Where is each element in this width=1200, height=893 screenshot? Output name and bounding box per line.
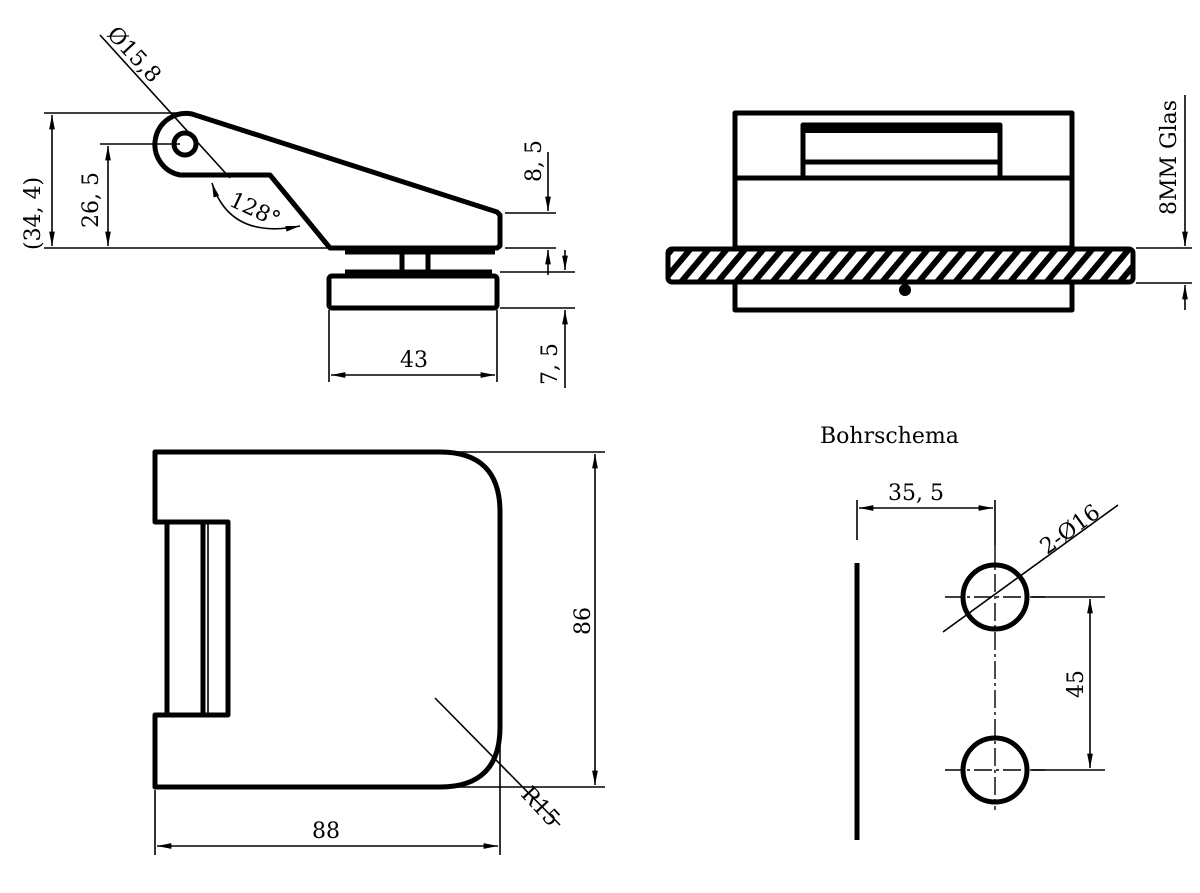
set-screw (899, 284, 911, 296)
drilling-scheme: Bohrschema 35, 5 2-Ø16 45 (820, 424, 1119, 840)
angle-arc (211, 182, 301, 232)
height-label: 86 (571, 607, 596, 635)
clamp-arm-outline (152, 110, 503, 251)
side-view: Ø15,8 128° (34, 4) 26, 5 8, 5 7, 5 43 (21, 22, 575, 388)
front-view: 8MM Glas (665, 95, 1192, 313)
clamp-top-outline (152, 449, 503, 790)
drilling-title: Bohrschema (820, 424, 959, 449)
radius-label: R15 (516, 782, 565, 832)
glass-section (665, 246, 1136, 285)
pivot-height-label: 26, 5 (79, 172, 104, 228)
base-width-label: 43 (400, 348, 428, 373)
clamp-lower-part (732, 283, 1075, 313)
radius-leader (434, 697, 561, 826)
base-plate (326, 273, 500, 311)
width-label: 88 (312, 819, 340, 844)
glass-label: 8MM Glas (1157, 100, 1182, 215)
overall-height-label: (34, 4) (21, 177, 46, 250)
diameter-label: Ø15,8 (102, 22, 166, 88)
diameter-leader (99, 34, 231, 179)
arm-end-label: 8, 5 (522, 140, 547, 182)
top-view: 86 88 R15 (152, 449, 605, 855)
hole-leader (942, 504, 1119, 633)
base-thickness-label: 7, 5 (538, 343, 563, 385)
edge-distance-label: 35, 5 (888, 481, 944, 506)
hole-label: 2-Ø16 (1036, 500, 1105, 560)
hole-spacing-label: 45 (1064, 670, 1089, 698)
